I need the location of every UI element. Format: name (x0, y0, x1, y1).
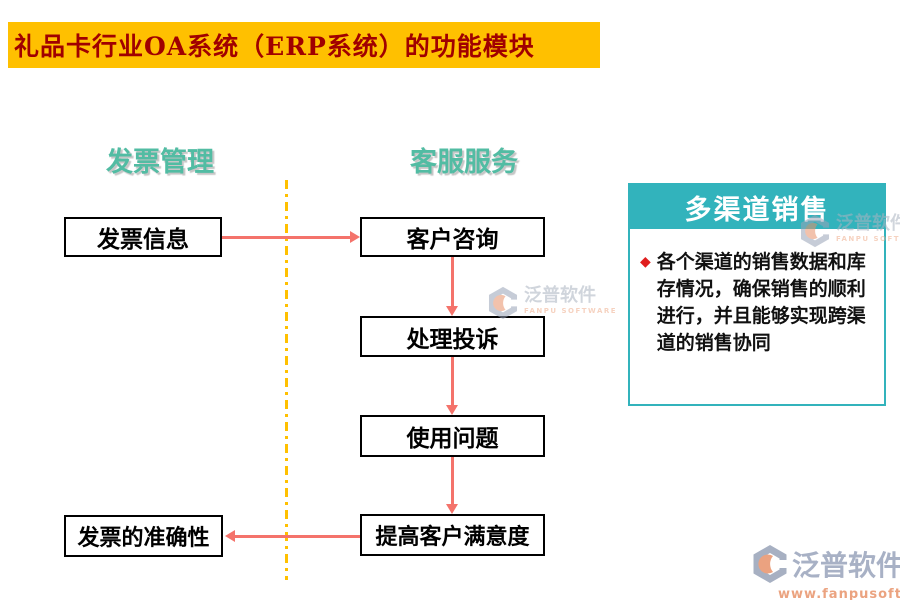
title-banner: 礼品卡行业OA系统（ERP系统）的功能模块 (8, 22, 600, 68)
watermark-brand-name: 泛普软件 (524, 285, 596, 306)
column-header-customer-service: 客服服务 (410, 147, 518, 178)
fanpu-logo-icon (800, 214, 830, 248)
watermark-center: 泛普软件 FANPU SOFTWARE (486, 284, 617, 322)
fanpu-logo-icon (753, 545, 787, 583)
info-panel-text: 各个渠道的销售数据和库存情况，确保销售的顺利进行，并且能够实现跨渠道的销售协同 (656, 251, 866, 354)
watermark-brand-subtitle: FANPU SOFTWARE (836, 235, 900, 243)
column-divider-line (285, 180, 288, 580)
info-panel-body: ◆ 各个渠道的销售数据和库存情况，确保销售的顺利进行，并且能够实现跨渠道的销售协… (630, 229, 884, 357)
fanpu-logo-icon (488, 286, 518, 320)
brand-logo: 泛普软件 www.fanpusoft.com (750, 542, 900, 600)
diamond-bullet-icon: ◆ (640, 254, 651, 270)
flow-box-improve-satisfaction: 提高客户满意度 (360, 514, 545, 556)
watermark-brand-name: 泛普软件 (836, 213, 900, 234)
page-title: 礼品卡行业OA系统（ERP系统）的功能模块 (14, 32, 535, 61)
flow-box-invoice-accuracy: 发票的准确性 (64, 515, 223, 557)
info-panel-multichannel-sales: 多渠道销售 ◆ 各个渠道的销售数据和库存情况，确保销售的顺利进行，并且能够实现跨… (628, 183, 886, 406)
brand-url: www.fanpusoft.com (778, 587, 900, 600)
watermark-panel: 泛普软件 FANPU SOFTWARE (798, 212, 900, 250)
flow-box-usage-issues: 使用问题 (360, 415, 545, 457)
brand-name: 泛普软件 (792, 549, 900, 582)
flow-box-invoice-info: 发票信息 (64, 217, 222, 257)
column-header-invoice-management: 发票管理 (106, 147, 214, 178)
info-panel-title: 多渠道销售 (684, 194, 830, 226)
flow-box-handle-complaints: 处理投诉 (360, 316, 545, 357)
info-panel-header: 多渠道销售 (630, 185, 884, 229)
flow-box-customer-inquiry: 客户咨询 (360, 217, 545, 257)
watermark-brand-subtitle: FANPU SOFTWARE (524, 307, 618, 315)
